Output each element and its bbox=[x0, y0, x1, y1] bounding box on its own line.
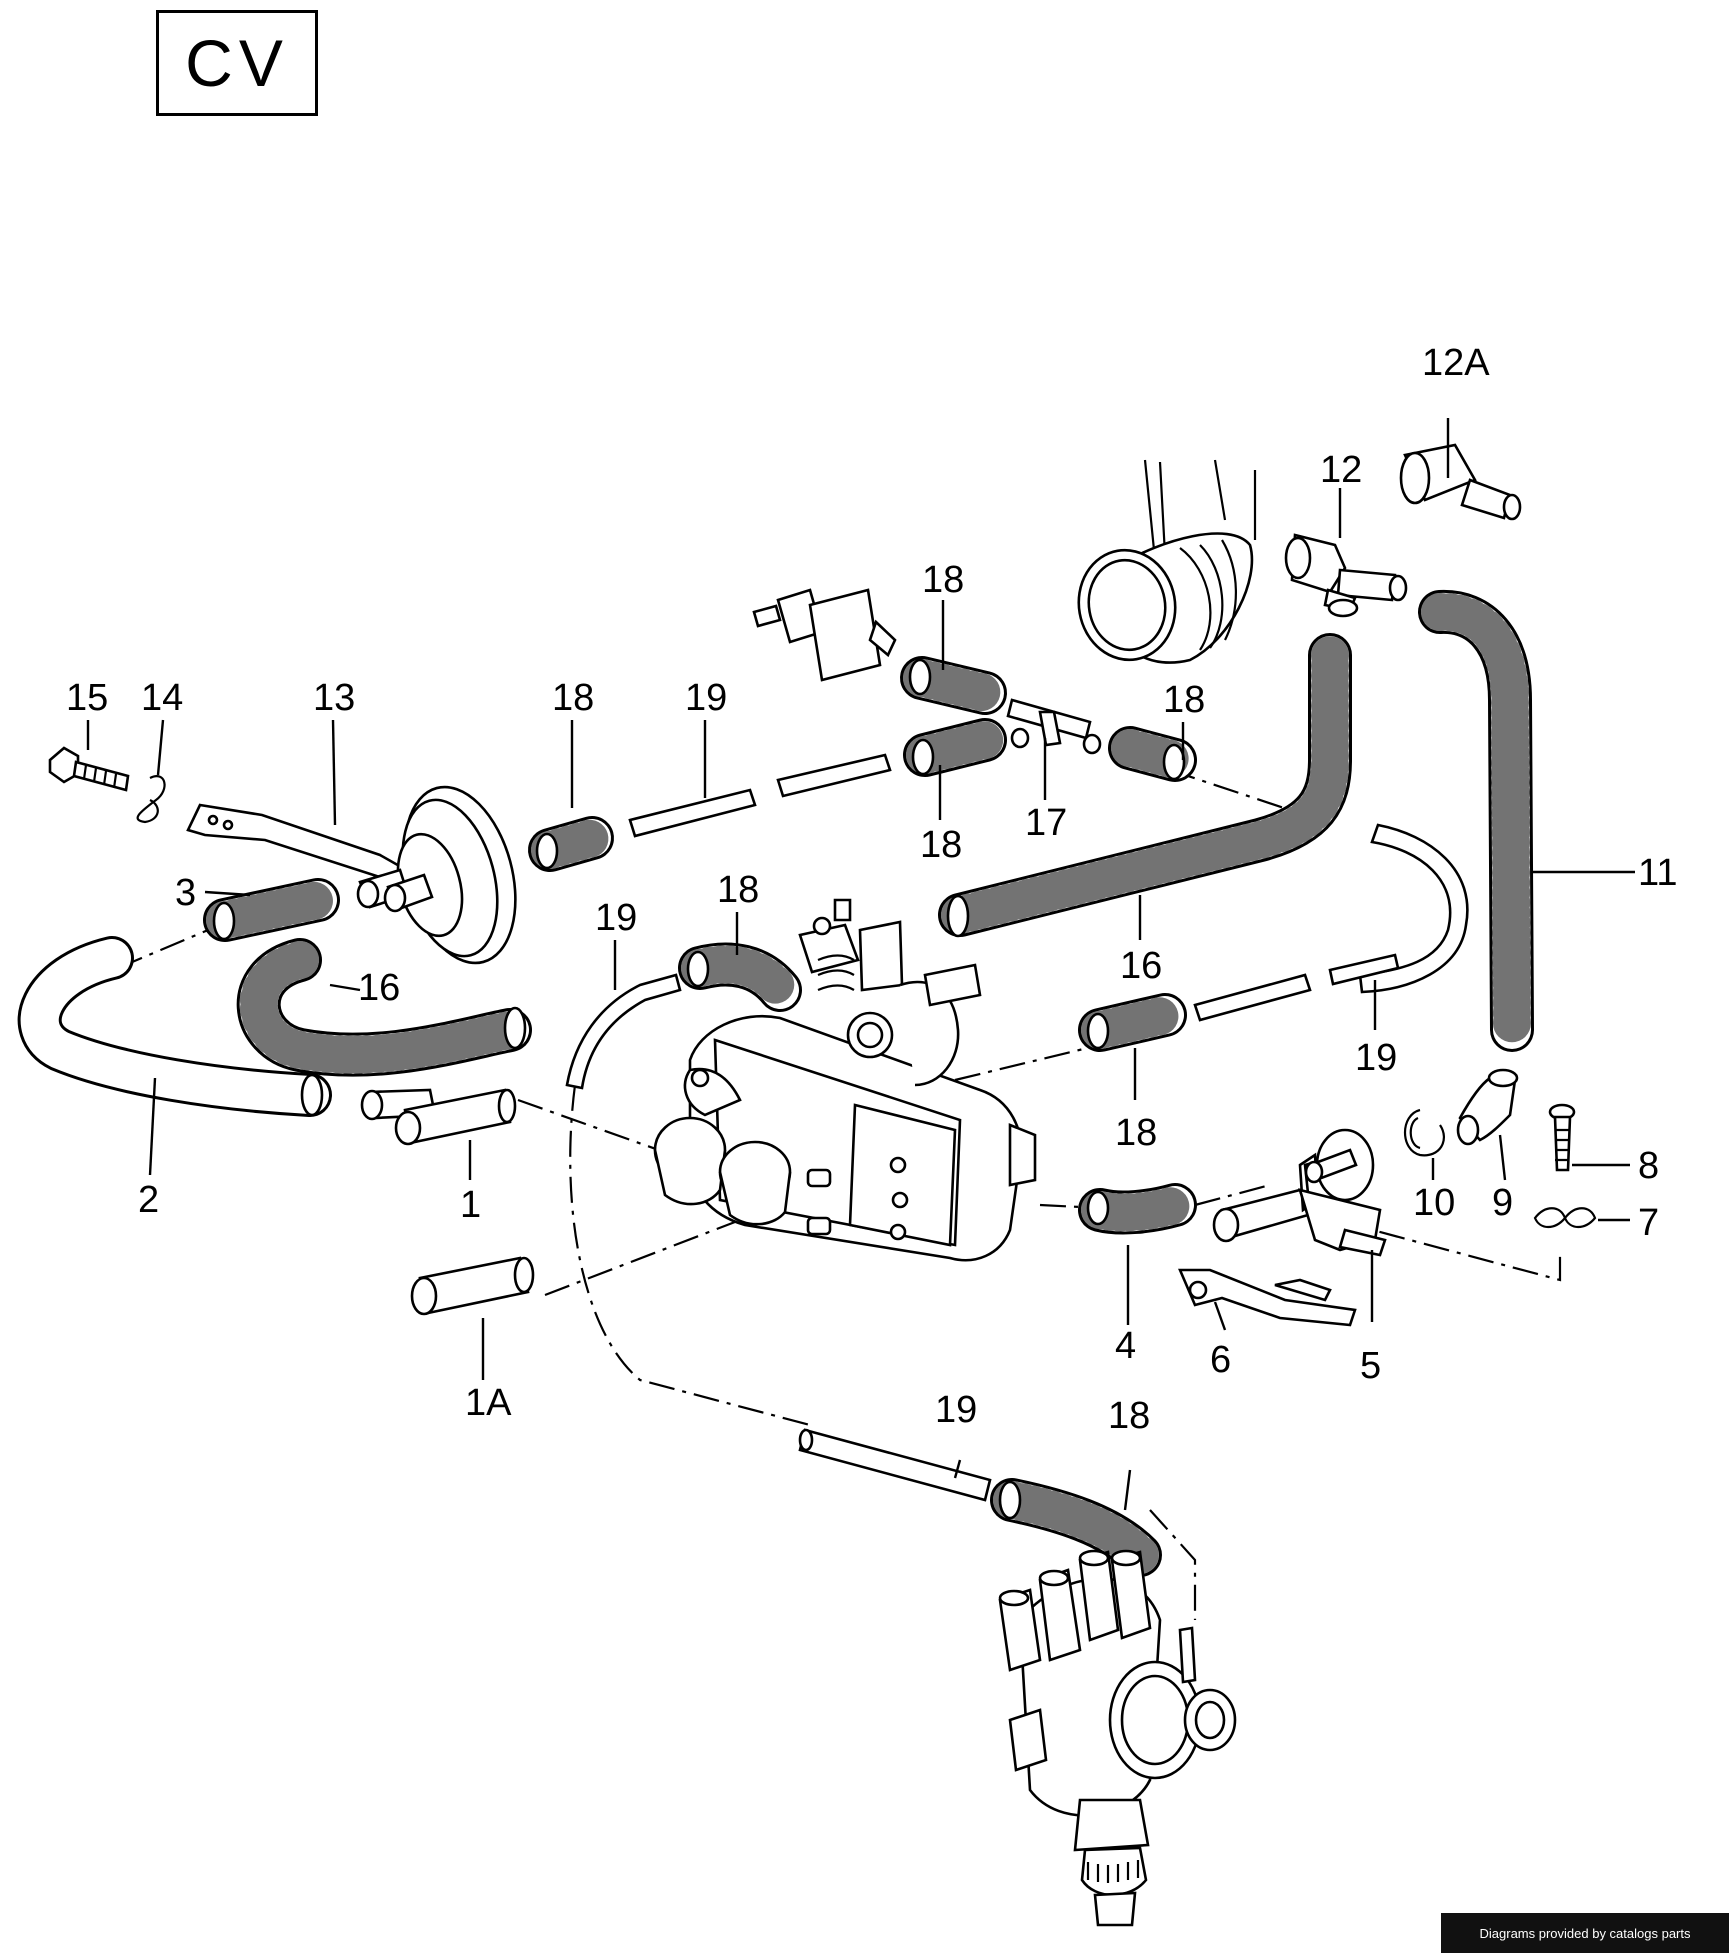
part-12a-cap bbox=[1399, 443, 1522, 521]
label-15: 15 bbox=[66, 677, 108, 719]
vacuum-valve bbox=[752, 588, 897, 682]
label-3: 3 bbox=[175, 872, 196, 914]
label-18-d: 18 bbox=[1163, 679, 1205, 721]
part-5-valve bbox=[1212, 1128, 1387, 1257]
label-13: 13 bbox=[313, 677, 355, 719]
label-19-d: 19 bbox=[935, 1389, 977, 1431]
part-16-hose-center bbox=[938, 633, 1352, 938]
part-19-curved-left bbox=[565, 973, 682, 1090]
label-8: 8 bbox=[1638, 1145, 1659, 1187]
part-9-elbow bbox=[1456, 1068, 1519, 1146]
air-intake-boot bbox=[1077, 459, 1257, 664]
label-18-g: 18 bbox=[1108, 1395, 1150, 1437]
label-5: 5 bbox=[1360, 1345, 1381, 1387]
part-18-carb-hose bbox=[678, 942, 802, 1012]
label-17: 17 bbox=[1025, 802, 1067, 844]
label-16-left: 16 bbox=[358, 967, 400, 1009]
throttle-body bbox=[653, 898, 1037, 1262]
label-18-c: 18 bbox=[922, 559, 964, 601]
part-4-hose bbox=[1078, 1183, 1197, 1235]
label-7: 7 bbox=[1638, 1202, 1659, 1244]
label-6: 6 bbox=[1210, 1339, 1231, 1381]
part-6-bracket bbox=[1178, 1268, 1357, 1327]
part-13-vacuum-unit bbox=[186, 785, 517, 965]
label-10: 10 bbox=[1413, 1182, 1455, 1224]
part-19-curved-right bbox=[1358, 823, 1469, 994]
label-4: 4 bbox=[1115, 1325, 1136, 1367]
diagram-code-box: CV bbox=[156, 10, 318, 116]
part-14-washer bbox=[136, 775, 166, 824]
label-9: 9 bbox=[1492, 1182, 1513, 1224]
part-11-hose bbox=[1418, 589, 1534, 1052]
part-1-connector bbox=[360, 1088, 517, 1146]
label-1a: 1A bbox=[465, 1382, 512, 1424]
label-18-f: 18 bbox=[1115, 1112, 1157, 1154]
leader-lines bbox=[86, 418, 1635, 1511]
footer-credit-text: Diagrams provided by catalogs parts bbox=[1479, 1925, 1691, 1941]
label-16-center: 16 bbox=[1120, 945, 1162, 987]
part-12-connector bbox=[1284, 533, 1408, 618]
middle-hose-row bbox=[1078, 953, 1400, 1052]
part-labels: 15 14 13 3 16 2 1 1A 18 19 18 18 17 18 1… bbox=[66, 342, 1677, 1437]
part-7-nut bbox=[1533, 1207, 1597, 1229]
label-11: 11 bbox=[1638, 852, 1677, 894]
bottom-hose-row bbox=[798, 1428, 1162, 1577]
part-3-hose bbox=[203, 878, 340, 942]
part-10-clamp bbox=[1404, 1108, 1446, 1157]
label-19-b: 19 bbox=[595, 897, 637, 939]
label-12a: 12A bbox=[1422, 342, 1490, 384]
part-1a-sleeve bbox=[410, 1256, 535, 1316]
label-18-e: 18 bbox=[717, 869, 759, 911]
part-2-hose bbox=[17, 936, 332, 1117]
label-18-b: 18 bbox=[920, 824, 962, 866]
footer-credit: Diagrams provided by catalogs parts bbox=[1441, 1913, 1729, 1953]
part-15-bolt bbox=[48, 746, 130, 792]
diagram-code: CV bbox=[185, 26, 289, 100]
label-19-a: 19 bbox=[685, 677, 727, 719]
distributor bbox=[998, 1549, 1237, 1927]
part-8-screw bbox=[1548, 1103, 1576, 1172]
part-16-hose-left bbox=[236, 938, 532, 1077]
label-14: 14 bbox=[141, 677, 183, 719]
label-2: 2 bbox=[138, 1179, 159, 1221]
label-18-a: 18 bbox=[552, 677, 594, 719]
label-19-c: 19 bbox=[1355, 1037, 1397, 1079]
top-hose-row bbox=[528, 656, 1197, 872]
label-1: 1 bbox=[460, 1184, 481, 1226]
label-12: 12 bbox=[1320, 449, 1362, 491]
